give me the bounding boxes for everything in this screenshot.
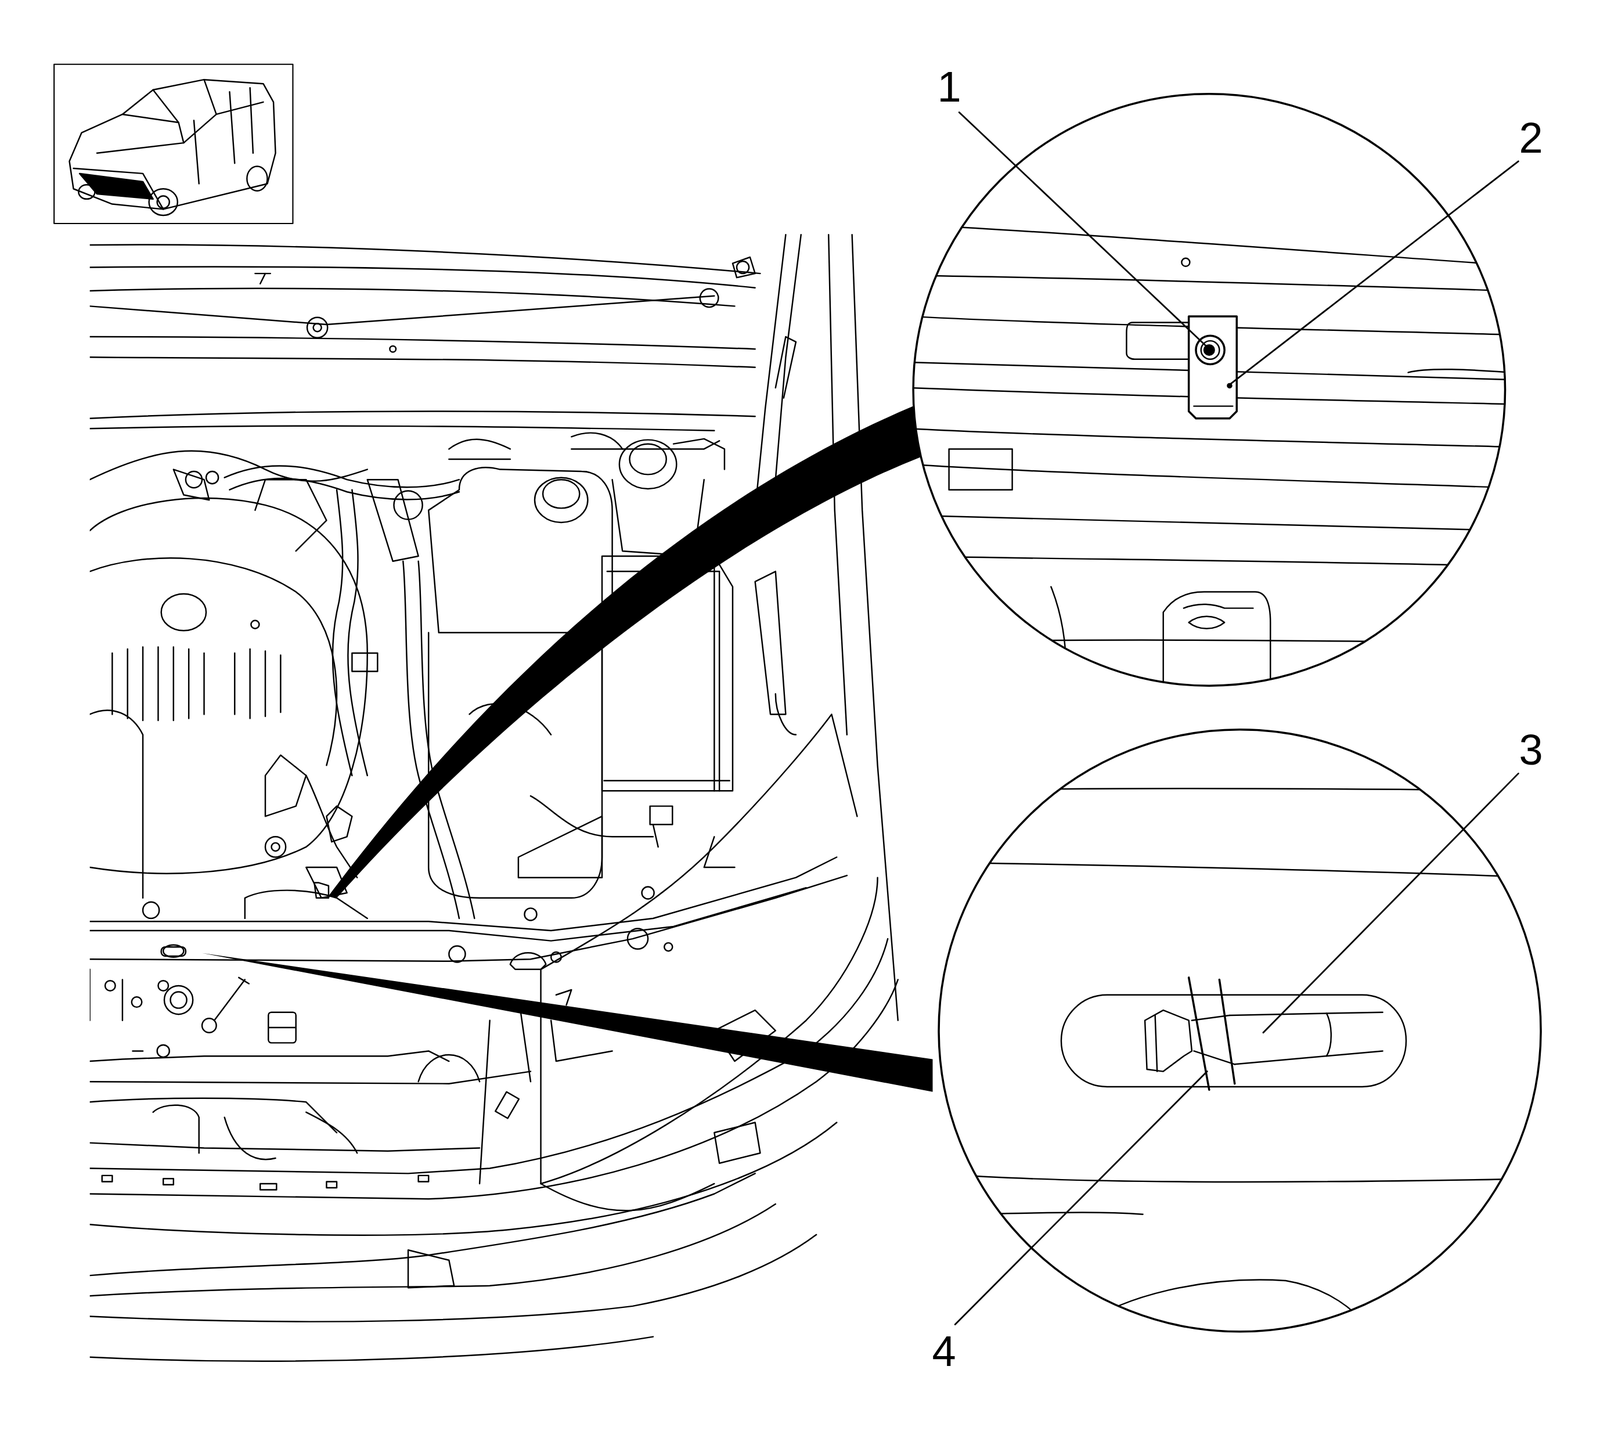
detail-pointer	[328, 406, 921, 899]
detail-pointer	[202, 953, 933, 1093]
callout-number: 3	[1518, 728, 1543, 772]
callout-number: 1	[937, 65, 961, 109]
engine-compartment	[89, 234, 899, 1361]
detail-view-prop	[933, 729, 1541, 1332]
callout-number: 4	[931, 1330, 956, 1374]
vehicle-locator	[53, 64, 293, 224]
leader-line	[955, 112, 1519, 1325]
detail-view-bracket	[907, 94, 1511, 695]
callout-number: 2	[1518, 116, 1543, 160]
